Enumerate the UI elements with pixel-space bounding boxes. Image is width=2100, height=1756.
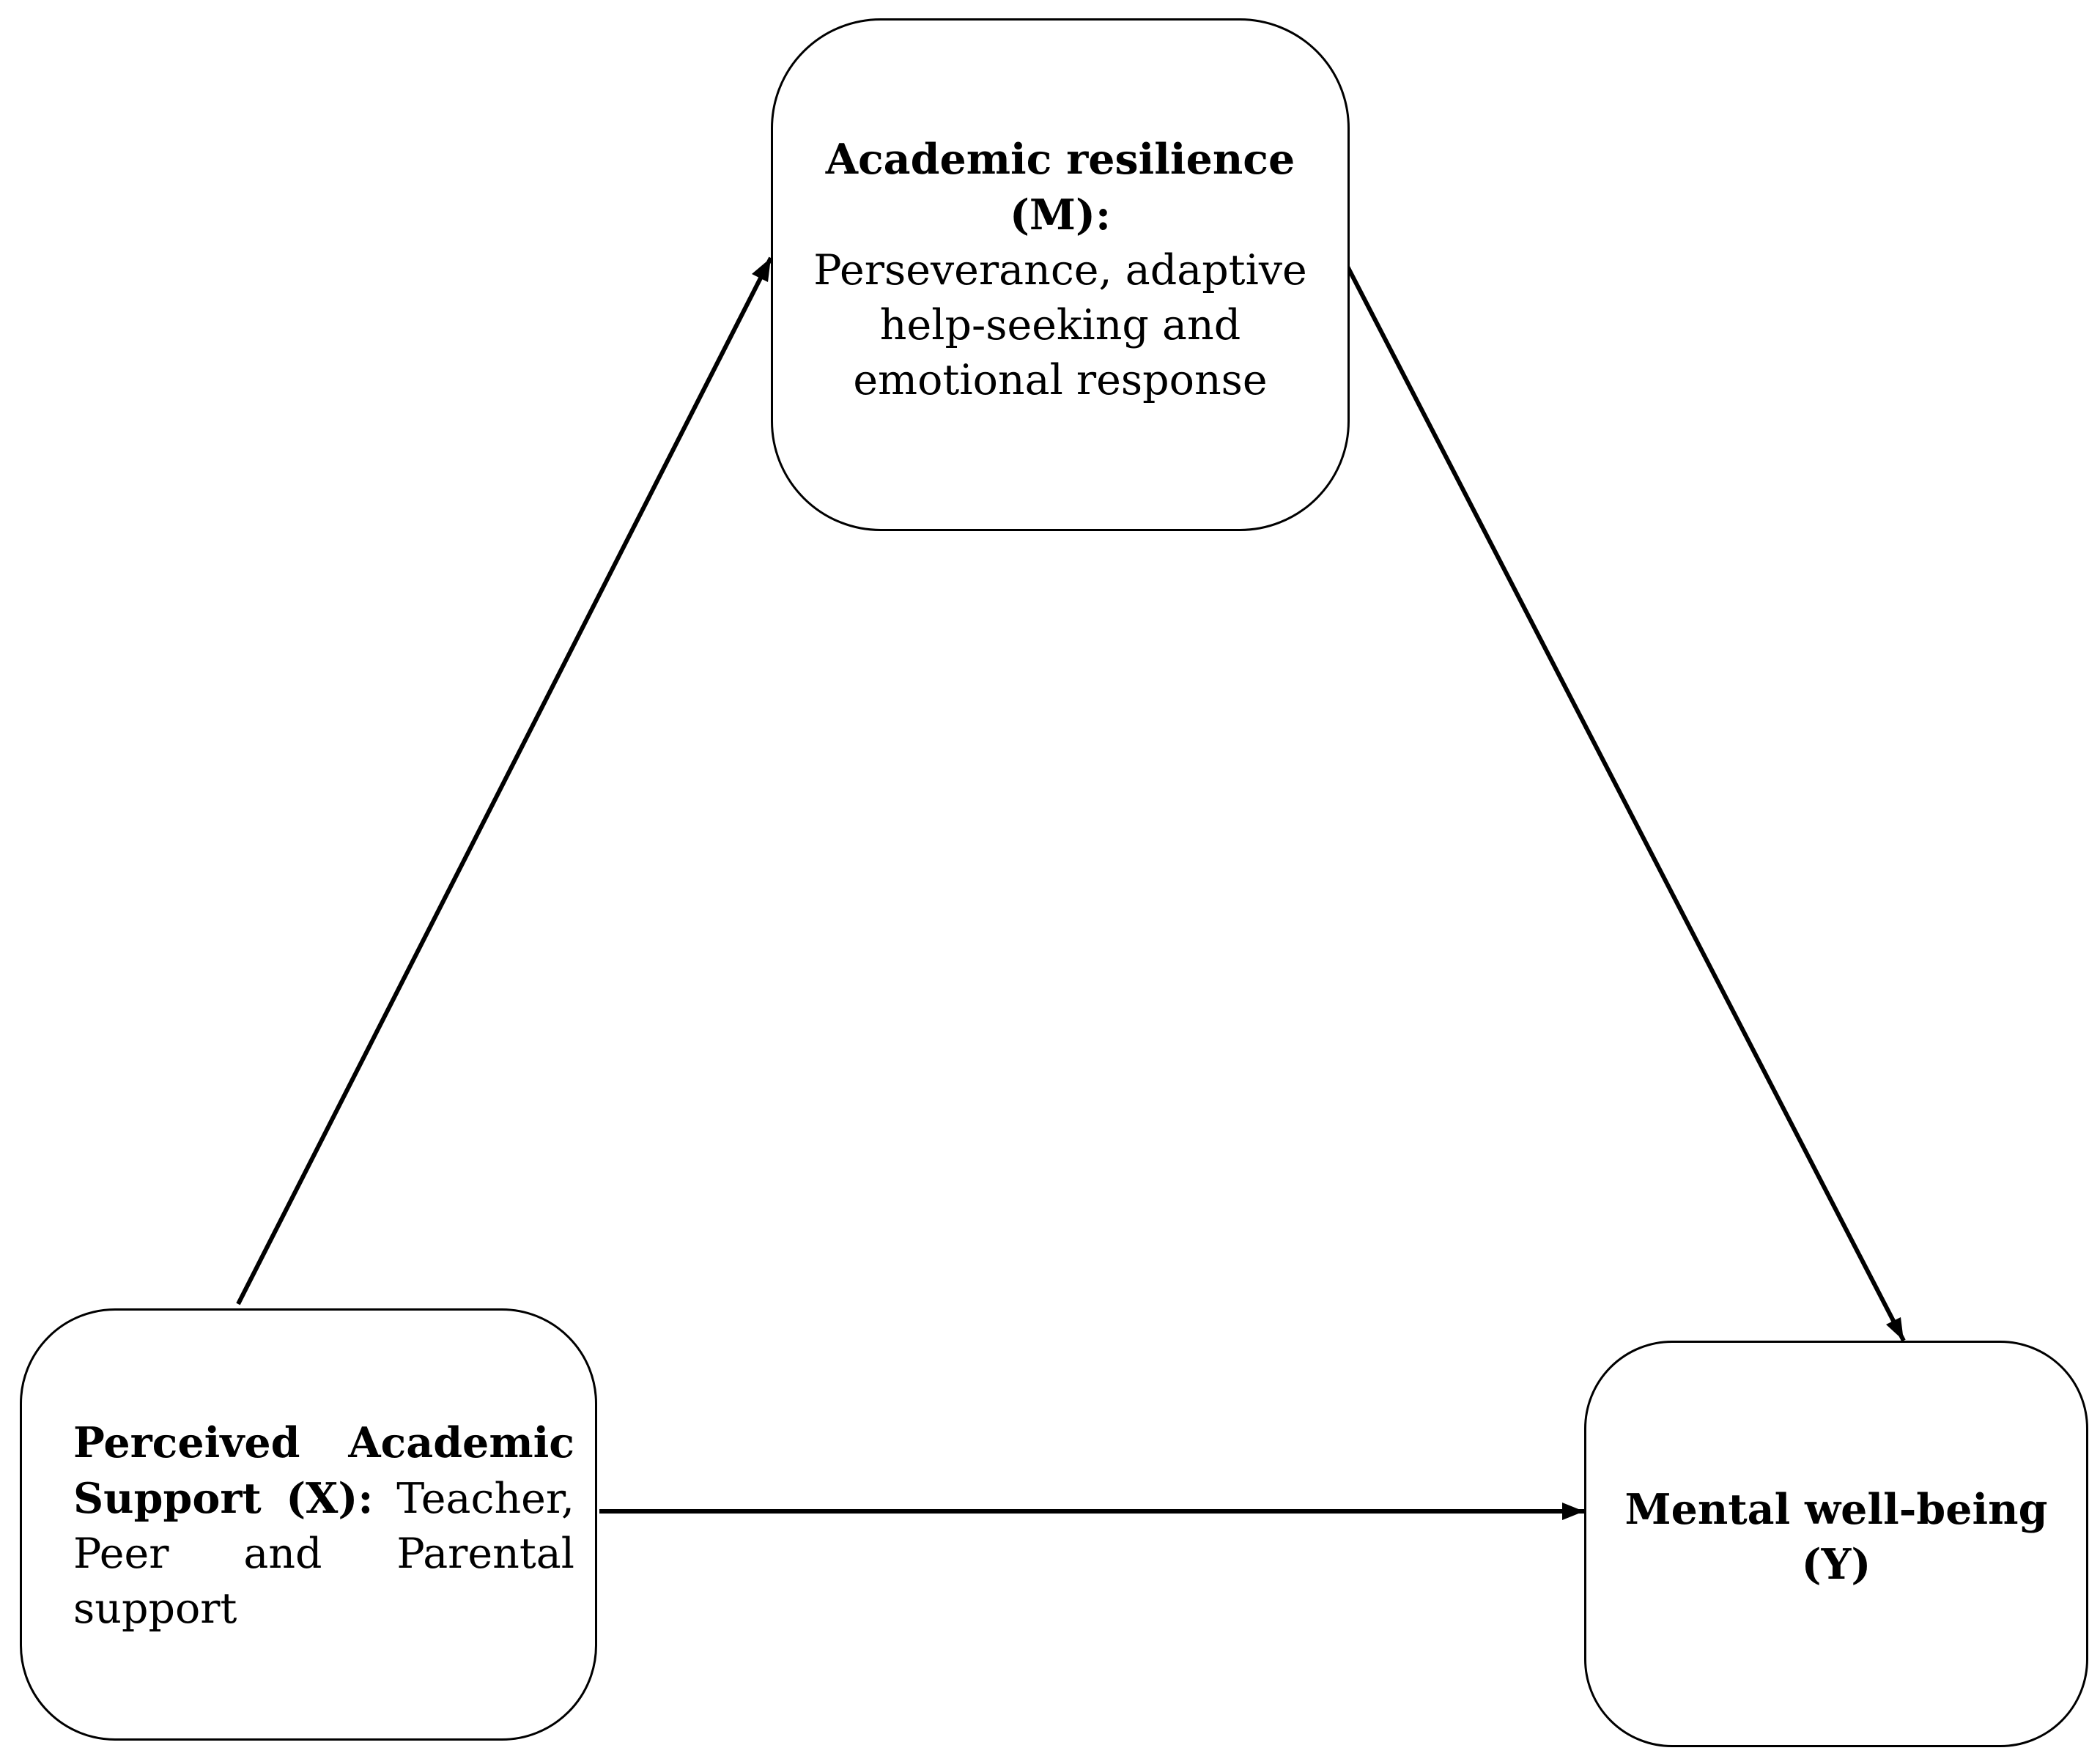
mediator-title: Academic resilience (M): — [825, 135, 1295, 240]
outcome-node: Mental well-being (Y) — [1584, 1341, 2088, 1747]
mediator-node: Academic resilience (M): Perseverance, a… — [771, 18, 1350, 531]
arrow-x-to-m — [236, 256, 773, 1305]
arrow-x-to-y — [599, 1503, 1584, 1520]
independent-node-text: Perceived Academic Support (X): Teacher,… — [73, 1415, 574, 1637]
outcome-title: Mental well-being (Y) — [1624, 1485, 2048, 1589]
mediator-node-text: Academic resilience (M): Perseverance, a… — [773, 132, 1347, 408]
independent-body: Teacher, Peer and Parental support — [73, 1475, 574, 1633]
mediator-body: Perseverance, adaptive help-seeking and … — [813, 246, 1307, 404]
independent-title: Perceived Academic Support (X): — [73, 1418, 574, 1523]
independent-node: Perceived Academic Support (X): Teacher,… — [20, 1308, 597, 1741]
arrow-m-to-y — [1343, 261, 1906, 1342]
